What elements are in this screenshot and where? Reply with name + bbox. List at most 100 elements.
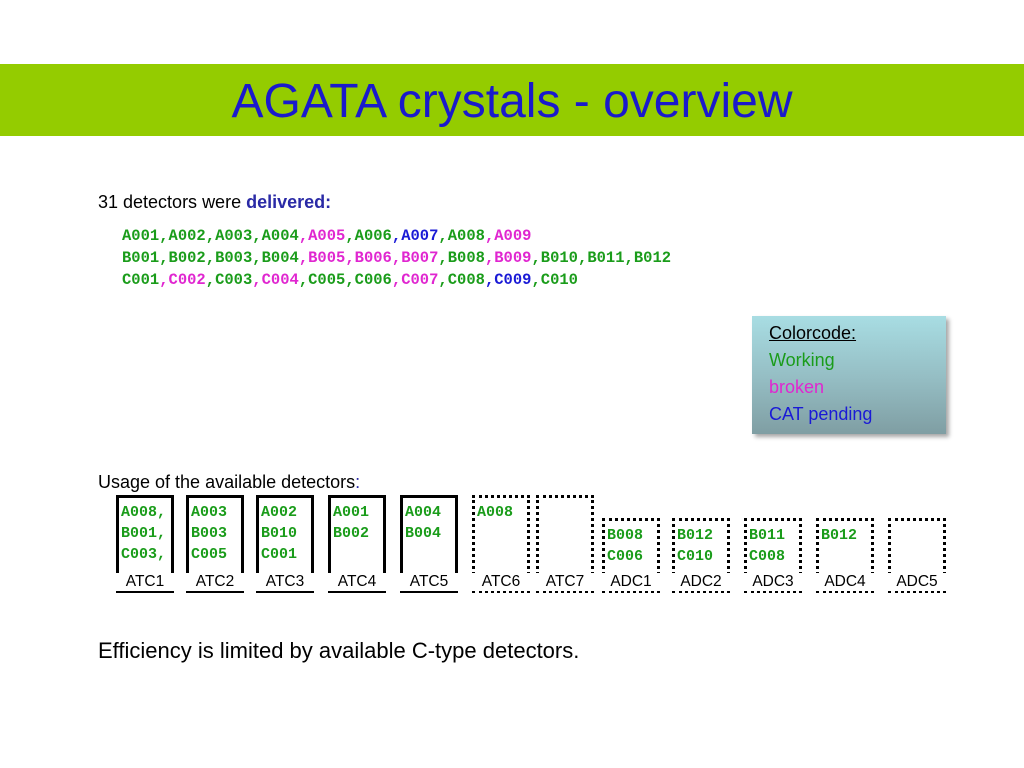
detector-separator: , [205,227,216,245]
detector-separator: , [298,271,309,289]
crystal-id: B001, [121,525,167,542]
station-crystals: B012 [821,525,857,567]
detector-id: B001 [122,249,160,267]
crystal-id: A003 [191,504,228,521]
crystal-id [541,502,550,523]
detector-id: A005 [308,227,346,245]
detector-separator: , [345,271,355,289]
detector-separator: , [484,249,495,267]
legend-heading: Colorcode: [769,323,857,343]
detector-id: C006 [354,271,392,289]
detector-separator: , [252,227,262,245]
station-frame [744,518,802,593]
detector-id: C002 [168,271,206,289]
crystal-id [477,523,513,544]
crystal-id [541,544,550,565]
detector-separator: , [391,227,402,245]
detector-separator: , [438,249,448,267]
detector-separator: , [205,271,216,289]
station-label: ADC5 [888,573,946,591]
detector-id: A003 [215,227,253,245]
station-frame [400,495,458,593]
station-adc4: B012 ADC4 [816,518,874,593]
detector-separator: , [624,249,634,267]
detector-id: B005 [308,249,346,267]
delivered-line: 31 detectors were delivered: [98,192,331,213]
detector-separator: , [252,249,262,267]
crystal-id: B008 [607,527,644,544]
detector-row: B001,B002,B003,B004,B005,B006,B007,B008,… [122,247,671,269]
detector-id: C010 [540,271,578,289]
station-label: ATC5 [400,573,458,591]
crystal-id: C010 [677,548,714,565]
station-atc1: A008,B001,C003,ATC1 [116,495,174,593]
detector-separator: , [484,271,495,289]
crystal-id: A008 [477,504,514,521]
crystal-id [333,544,369,565]
detector-separator: , [438,271,448,289]
station-label: ATC6 [472,573,530,591]
detector-separator: , [438,227,448,245]
detector-separator: , [159,271,169,289]
station-label: ADC2 [672,573,730,591]
station-label: ATC7 [536,573,594,591]
crystal-id: B012 [821,527,858,544]
detector-id: B003 [215,249,253,267]
detector-id: C005 [308,271,346,289]
detector-separator: , [298,249,309,267]
station-frame [328,495,386,593]
detector-id: B004 [261,249,299,267]
station-crystals [541,502,550,565]
station-frame [672,518,730,593]
detector-id: C008 [447,271,485,289]
station-label: ADC1 [602,573,660,591]
detector-list: A001,A002,A003,A004,A005,A006,A007,A008,… [122,225,671,291]
detector-id: C003 [215,271,253,289]
station-label: ATC2 [186,573,244,591]
crystal-id [893,546,902,567]
efficiency-note: Efficiency is limited by available C-typ… [98,638,580,663]
detector-separator: , [159,249,169,267]
crystal-id: A001 [333,504,370,521]
color-legend: Colorcode: Working broken CAT pending [752,316,946,434]
detector-id: B012 [633,249,672,267]
station-frame [256,495,314,593]
crystal-id [405,544,441,565]
crystal-id: C001 [261,546,298,563]
detector-id: B002 [168,249,206,267]
detector-separator: , [159,227,169,245]
delivered-suffix: : [325,192,332,212]
crystal-id [893,525,902,546]
detector-row: A001,A002,A003,A004,A005,A006,A007,A008,… [122,225,671,247]
crystal-id: C005 [191,546,228,563]
station-frame [816,518,874,593]
detector-id: B010 [540,249,578,267]
crystal-id [477,544,513,565]
crystal-id: A008, [121,504,167,521]
station-label: ATC1 [116,573,174,591]
delivered-prefix: 31 detectors were [98,192,247,212]
detector-id: A007 [401,227,439,245]
station-label: ATC4 [328,573,386,591]
crystal-id: A002 [261,504,298,521]
delivered-keyword: delivered [246,192,326,212]
detector-id: A006 [354,227,392,245]
crystal-id: B002 [333,525,370,542]
page-title: AGATA crystals - overview [231,75,793,128]
detector-separator: , [345,249,355,267]
station-atc6: A008 ATC6 [472,495,530,593]
crystal-id: C006 [607,548,644,565]
detector-row: C001,C002,C003,C004,C005,C006,C007,C008,… [122,269,671,291]
crystal-id: B011 [749,527,786,544]
station-frame [186,495,244,593]
station-label: ADC4 [816,573,874,591]
detector-id: A008 [447,227,485,245]
detector-separator: , [578,249,588,267]
station-frame [536,495,594,593]
